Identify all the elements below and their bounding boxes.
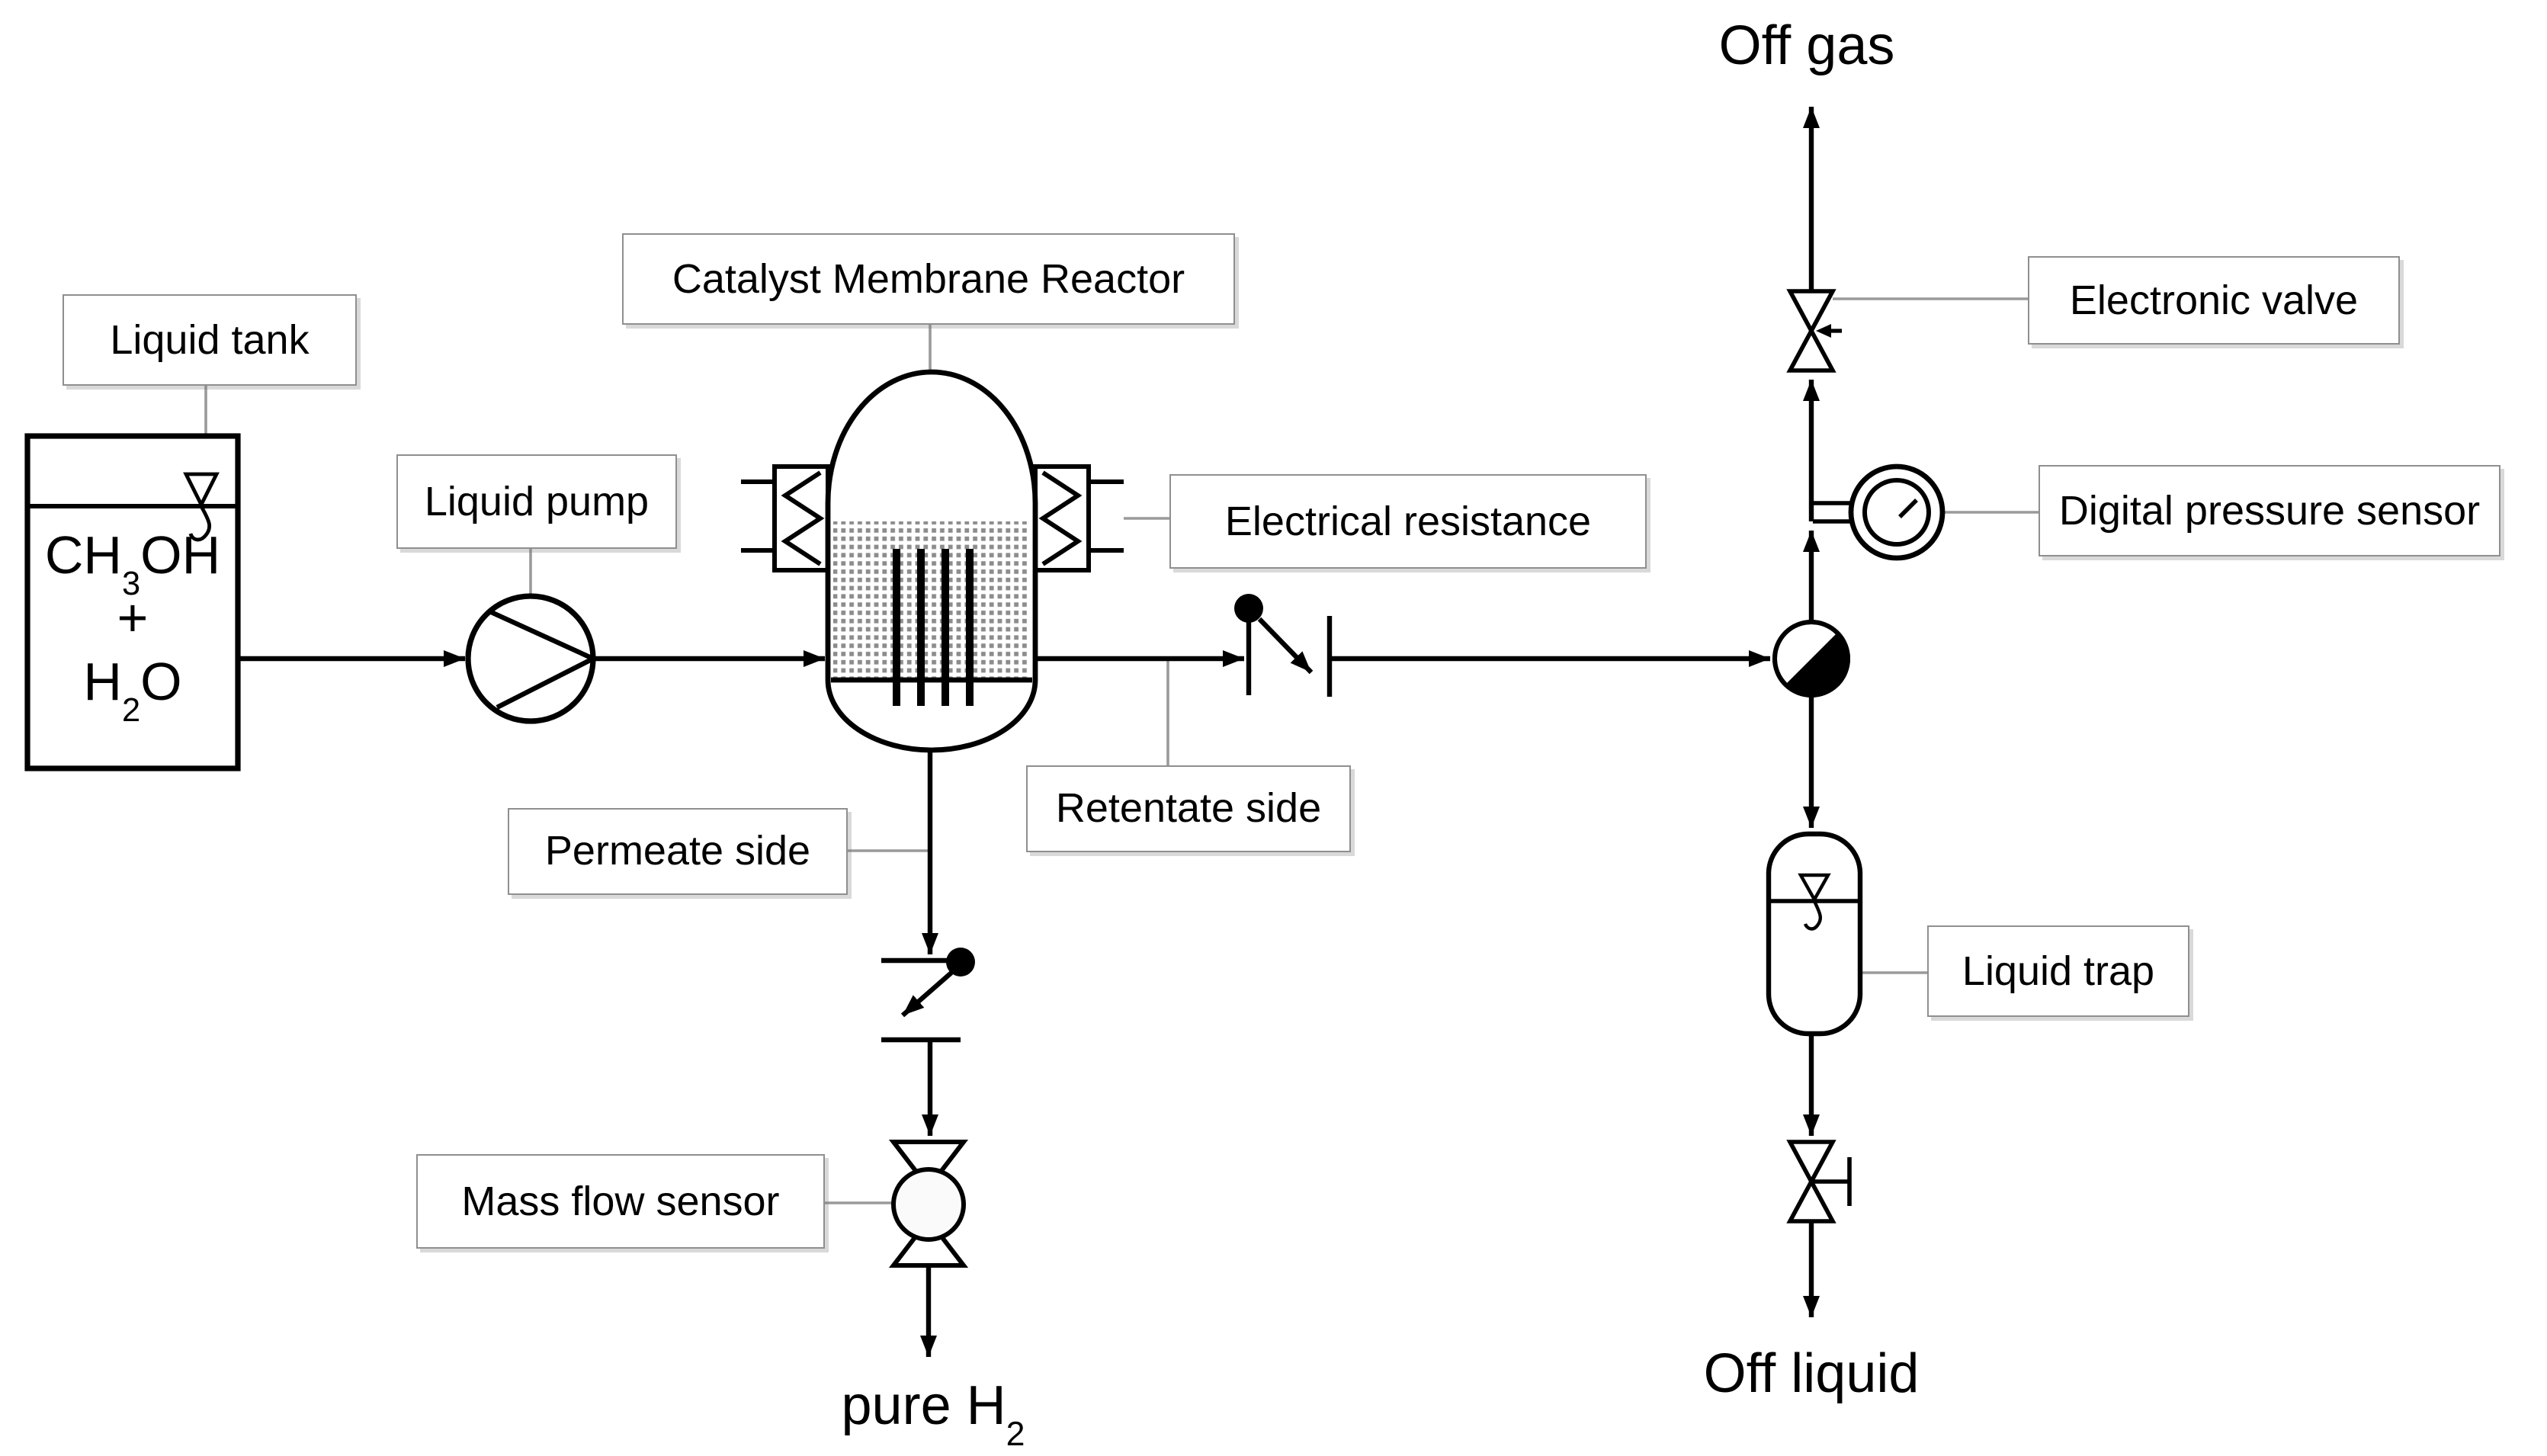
gauge-needle-icon xyxy=(1898,499,1918,518)
off-liquid-text: Off liquid xyxy=(1704,1342,1920,1406)
pressure-sensor-label: Digital pressure sensor xyxy=(2039,465,2500,556)
pump-symbol xyxy=(465,593,596,724)
membrane-tubes xyxy=(893,549,974,706)
tank-line2: + xyxy=(117,588,149,649)
reactor-label: Catalyst Membrane Reactor xyxy=(622,233,1235,325)
liquid-trap-label: Liquid trap xyxy=(1927,925,2189,1017)
right-heater-symbol xyxy=(1033,464,1124,572)
electronic-valve-label: Electronic valve xyxy=(2028,256,2400,345)
liquid-tank-label-text: Liquid tank xyxy=(110,316,310,362)
liquid-trap-label-text: Liquid trap xyxy=(1962,948,2155,993)
check-valve-symbol xyxy=(1234,594,1333,697)
pipes xyxy=(238,107,1820,1357)
liquid-pump-label: Liquid pump xyxy=(396,454,677,549)
tank-line1-sub: 3 xyxy=(122,564,141,603)
tank-contents-text: CH3OH + H2O xyxy=(27,524,238,726)
liquid-tank-label: Liquid tank xyxy=(63,294,357,386)
label-connectors xyxy=(204,297,2039,1204)
mixing-junction-symbol xyxy=(1772,620,1850,698)
pure-h2-sub: 2 xyxy=(1006,1415,1025,1454)
retentate-side-label: Retentate side xyxy=(1026,765,1351,852)
reactor-label-text: Catalyst Membrane Reactor xyxy=(672,255,1185,301)
permeate-check-valve-symbol xyxy=(881,948,975,1043)
level-indicator-icon xyxy=(1798,873,1831,903)
tank-contents-line3: H2O xyxy=(83,650,182,726)
mass-flow-sensor-label-text: Mass flow sensor xyxy=(461,1178,780,1223)
tank-contents-line2: + xyxy=(117,588,149,651)
permeate-side-label: Permeate side xyxy=(508,808,848,895)
pressure-sensor-label-text: Digital pressure sensor xyxy=(2058,487,2481,533)
retentate-side-label-text: Retentate side xyxy=(1055,785,1322,831)
electrical-resistance-label: Electrical resistance xyxy=(1169,474,1647,569)
tank-line1-a: CH xyxy=(44,526,122,585)
mass-flow-sensor-label: Mass flow sensor xyxy=(416,1154,825,1249)
liquid-trap-symbol xyxy=(1766,831,1863,1037)
electronic-valve-symbol xyxy=(1786,289,1842,373)
electrical-resistance-label-text: Electrical resistance xyxy=(1224,498,1592,544)
pressure-gauge-symbol xyxy=(1813,463,1946,561)
pure-h2-main: pure H xyxy=(841,1374,1006,1436)
off-gas-text: Off gas xyxy=(1719,14,1895,78)
tank-contents-line1: CH3OH xyxy=(44,524,221,600)
mass-flow-sensor-symbol xyxy=(888,1140,969,1268)
permeate-side-label-text: Permeate side xyxy=(544,828,811,874)
off-liquid-text-value: Off liquid xyxy=(1703,1342,1920,1404)
liquid-pump-label-text: Liquid pump xyxy=(424,478,650,524)
left-heater-symbol xyxy=(741,464,830,572)
tank-line3-b: O xyxy=(140,652,182,712)
manual-valve-symbol xyxy=(1786,1140,1852,1223)
tank-line3-sub: 2 xyxy=(121,690,141,729)
level-indicator-icon xyxy=(183,472,220,509)
catalyst-bed xyxy=(833,521,1030,678)
electronic-valve-label-text: Electronic valve xyxy=(2069,277,2359,322)
liquid-tank-symbol xyxy=(24,433,241,771)
reactor-symbol xyxy=(825,369,1038,753)
tank-line3-a: H xyxy=(83,652,122,712)
off-gas-text-value: Off gas xyxy=(1718,14,1895,76)
pure-h2-text: pure H2 xyxy=(841,1374,1025,1451)
tank-line1-b: OH xyxy=(140,526,221,585)
